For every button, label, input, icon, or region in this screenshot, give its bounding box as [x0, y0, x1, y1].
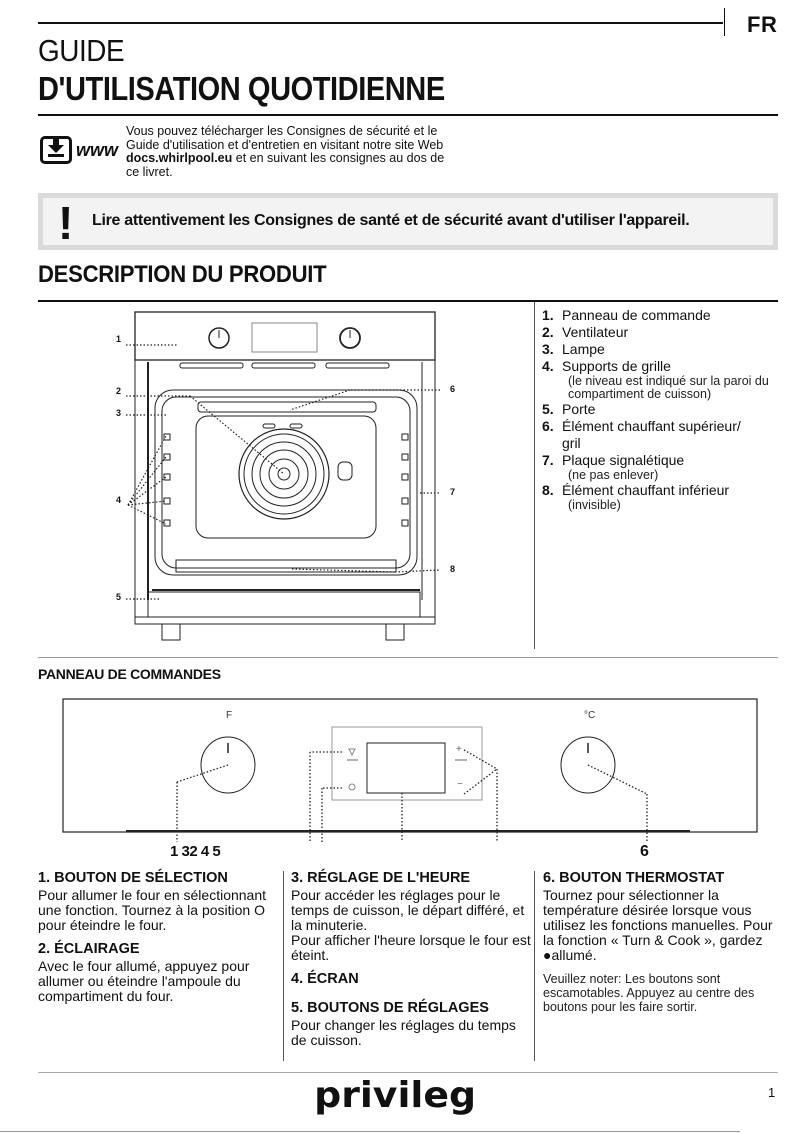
diagram-label-8: 8	[450, 564, 455, 574]
text-clock-1: Pour accéder les réglages pour le temps …	[291, 887, 525, 933]
panel-callout-left: 1 32 4 5	[170, 843, 221, 860]
title-line-1: GUIDE	[38, 33, 125, 68]
legend-item-6-cont: gril	[562, 435, 581, 451]
language-code: FR	[747, 12, 778, 37]
www-label: www	[76, 140, 119, 160]
column-2: 3. RÉGLAGE DE L'HEURE Pour accéder les r…	[291, 871, 531, 1057]
diagram-label-6: 6	[450, 384, 455, 394]
column-3: 6. BOUTON THERMOSTAT Tournez pour sélect…	[543, 871, 783, 1023]
heading-clock: 3. RÉGLAGE DE L'HEURE	[291, 870, 471, 886]
page-number: 1	[768, 1085, 776, 1100]
oven-diagram: 1 2 3 4 5 6 7 8	[116, 311, 455, 641]
title-rule	[38, 114, 778, 116]
panel-callout-right: 6	[640, 843, 649, 860]
thermostat-knob-label: °C	[584, 710, 596, 721]
header-tick	[724, 8, 725, 36]
diagram-label-3: 3	[116, 408, 121, 418]
off-position-symbol: O	[254, 902, 266, 918]
diagram-label-7: 7	[450, 487, 455, 497]
plus-button: +	[456, 744, 462, 755]
heading-thermostat: 6. BOUTON THERMOSTAT	[543, 870, 725, 886]
filled-dot-symbol: ●	[543, 947, 552, 963]
legend-item-4: 4.Supports de grille	[542, 358, 671, 374]
section-title-panel: PANNEAU DE COMMANDES	[38, 666, 221, 682]
warning-text: Lire attentivement les Consignes de sant…	[92, 212, 690, 229]
legend-item-1: 1.Panneau de commande	[542, 307, 711, 323]
diagram-label-5: 5	[116, 592, 121, 602]
column-divider	[534, 871, 535, 1061]
heading-selection-knob: 1. BOUTON DE SÉLECTION	[38, 870, 228, 886]
diagram-label-1: 1	[116, 334, 121, 344]
column-divider	[283, 871, 284, 1061]
legend-item-5: 5.Porte	[542, 401, 596, 417]
section-title-description: DESCRIPTION DU PRODUIT	[38, 261, 327, 288]
warning-box	[38, 193, 778, 250]
legend-item-2: 2.Ventilateur	[542, 324, 629, 340]
download-link[interactable]: docs.whirlpool.eu	[126, 151, 233, 165]
legend-item-8: 8.Élément chauffant inférieur	[542, 482, 730, 498]
parts-legend: 1.Panneau de commande 2.Ventilateur 3.La…	[542, 307, 787, 512]
heading-lighting: 2. ÉCLAIRAGE	[38, 941, 140, 957]
description-rule	[38, 300, 778, 302]
text-clock-2: Pour afficher l'heure lorsque le four es…	[291, 932, 531, 963]
bottom-rule	[0, 1131, 740, 1132]
footer-rule	[38, 1072, 778, 1073]
text-selection-knob: Pour allumer le four en sélectionnant un…	[38, 887, 267, 933]
panel-rule	[38, 657, 778, 658]
legend-item-7: 7.Plaque signalétique	[542, 452, 685, 468]
diagram-label-4: 4	[116, 495, 121, 505]
text-lighting: Avec le four allumé, appuyez pour allume…	[38, 958, 250, 1004]
header-rule	[38, 22, 723, 24]
exclamation-icon: !	[58, 197, 74, 249]
diagram-label-2: 2	[116, 386, 121, 396]
legend-item-8-note: (invisible)	[568, 498, 621, 512]
function-knob-label: F	[226, 710, 233, 721]
heading-adjust-buttons: 5. BOUTONS DE RÉGLAGES	[291, 1000, 489, 1016]
brand-logo: privileg	[314, 1075, 477, 1116]
heading-display: 4. ÉCRAN	[291, 971, 359, 987]
legend-item-3: 3.Lampe	[542, 341, 605, 357]
text-thermostat: Tournez pour sélectionner la température…	[543, 887, 773, 963]
legend-item-7-note: (ne pas enlever)	[568, 468, 659, 482]
minus-button: −	[457, 779, 463, 790]
column-divider	[534, 302, 535, 649]
download-text: Vous pouvez télécharger les Consignes de…	[126, 124, 445, 179]
legend-item-6: 6.Élément chauffant supérieur/	[542, 418, 741, 434]
title-line-2: D'UTILISATION QUOTIDIENNE	[38, 70, 445, 107]
legend-item-4-note: (le niveau est indiqué sur la paroi du c…	[568, 374, 769, 401]
control-panel-diagram	[62, 698, 758, 842]
text-adjust-buttons: Pour changer les réglages du temps de cu…	[291, 1017, 516, 1048]
download-arrow-icon	[48, 137, 64, 157]
note-retractable-knobs: Veuillez noter: Les boutons sont escamot…	[543, 972, 755, 1014]
column-1: 1. BOUTON DE SÉLECTION Pour allumer le f…	[38, 871, 280, 1013]
